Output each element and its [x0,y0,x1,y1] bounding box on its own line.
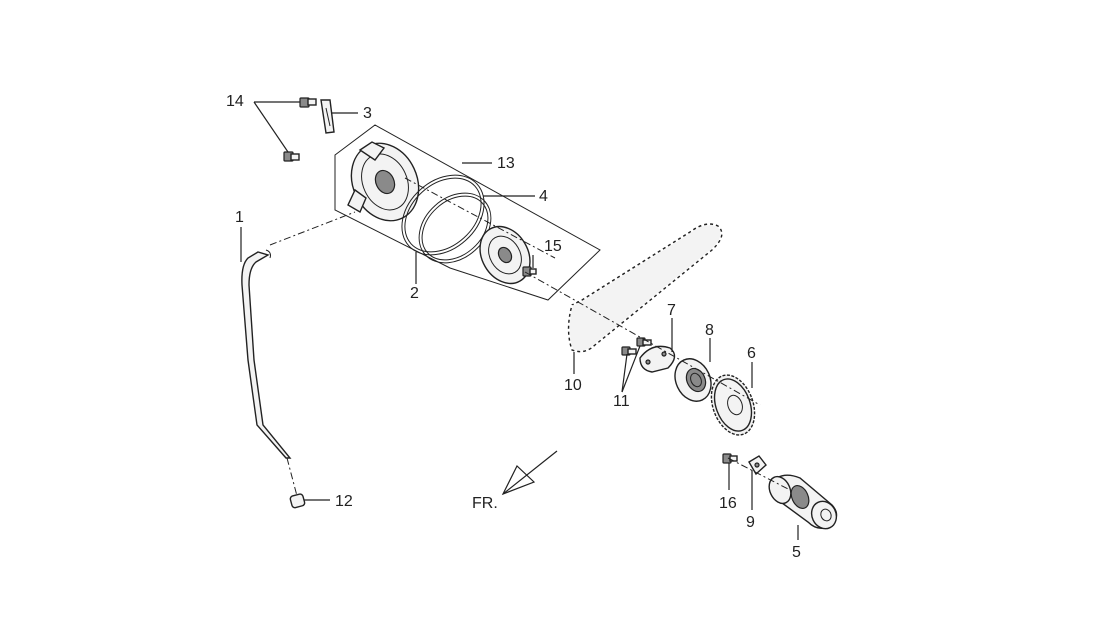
callout-3: 3 [363,105,372,122]
assembly-axis-lines [269,177,791,497]
part-9-lock-plate [748,455,767,476]
callout-4: 4 [539,188,548,205]
part-11-bolt-lower [621,346,637,356]
part-5-camshaft [768,474,838,530]
part-3-bracket [320,99,335,134]
part-4-o-ring [418,192,492,264]
part-13-o-ring-large [401,174,485,256]
part-12-clamp [289,493,306,509]
callout-14: 14 [226,93,244,110]
part-14-bolt-lower [283,151,300,162]
callout-2: 2 [410,285,419,302]
callout-6: 6 [747,345,756,362]
part-11-bolt-upper [636,337,652,347]
part-14-bolt-upper [299,97,317,108]
callout-8: 8 [705,322,714,339]
part-2-cover-housing [347,141,420,222]
callout-11: 11 [613,393,630,410]
part-10-cam-chain [567,222,724,353]
callout-10: 10 [564,377,582,394]
callout-7: 7 [667,302,676,319]
callout-12: 12 [335,493,353,510]
callout-15: 15 [544,238,562,255]
callout-9: 9 [746,514,755,531]
part-8-hub [674,358,712,402]
tensioner-disc [479,225,531,285]
part-1-breather-tube [241,249,292,459]
callout-13: 13 [497,155,515,172]
cover-assembly-outline [334,124,601,301]
front-direction-label: FR. [472,495,498,512]
front-direction-arrow: FR. [472,450,558,512]
callout-labels: 14 3 13 4 1 15 2 7 8 6 10 11 12 16 9 5 [226,93,801,561]
part-7-plate [639,345,676,373]
callout-16: 16 [719,495,737,512]
part-6-sprocket [710,374,756,436]
callout-5: 5 [792,544,801,561]
callout-1: 1 [235,209,244,226]
leader-lines [240,101,799,540]
